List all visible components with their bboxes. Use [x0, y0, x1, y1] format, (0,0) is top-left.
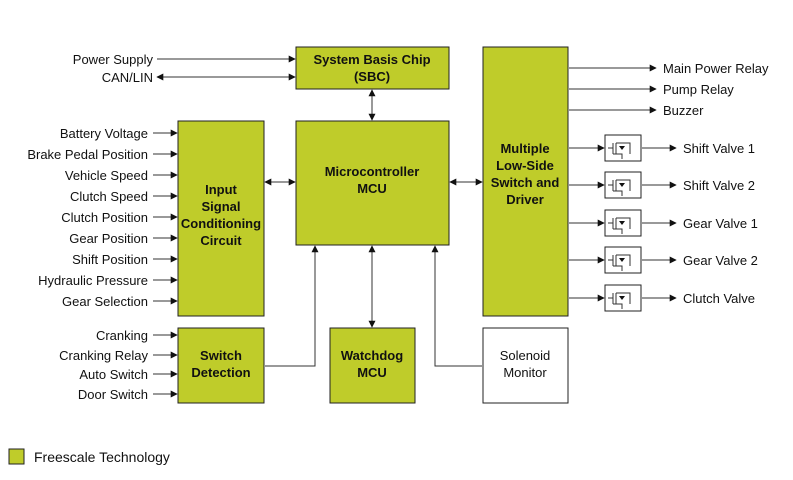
switch-detection-mcu-link [265, 245, 319, 367]
switch-detection-label-line-1: Switch [200, 348, 242, 363]
sensor-label-clutch-speed: Clutch Speed [70, 189, 148, 204]
relay-outputs: Main Power Relay Pump Relay Buzzer [569, 61, 769, 118]
watchdog-label-line-1: Watchdog [341, 348, 403, 363]
sensor-inputs: Battery Voltage Brake Pedal Position Veh… [27, 126, 178, 309]
input-label-line-1: Input [205, 182, 237, 197]
input-label-line-4: Circuit [200, 233, 242, 248]
input-label-line-2: Signal [201, 199, 240, 214]
driver-label-line-4: Driver [506, 192, 544, 207]
sensor-label-vehicle-speed: Vehicle Speed [65, 168, 148, 183]
transistor-icon [604, 246, 642, 274]
output-label-main-power-relay: Main Power Relay [663, 61, 769, 76]
sensor-label-shift-position: Shift Position [72, 252, 148, 267]
driver-label-line-2: Low-Side [496, 158, 554, 173]
valve-label-clutch-valve: Clutch Valve [683, 291, 755, 306]
switch-detection-label-line-2: Detection [191, 365, 250, 380]
watchdog-block: Watchdog MCU [329, 327, 416, 404]
legend-swatch [8, 448, 25, 465]
watchdog-label-line-2: MCU [357, 365, 387, 380]
output-label-buzzer: Buzzer [663, 103, 704, 118]
connections [264, 89, 483, 367]
valve-label-shift-valve-2: Shift Valve 2 [683, 178, 755, 193]
input-conditioning-block: Input Signal Conditioning Circuit [177, 120, 265, 317]
switch-label-cranking: Cranking [96, 328, 148, 343]
sensor-label-battery-voltage: Battery Voltage [60, 126, 148, 141]
sbc-inputs: Power Supply CAN/LIN [73, 52, 296, 85]
input-label-can-lin: CAN/LIN [102, 70, 153, 85]
driver-block: Multiple Low-Side Switch and Driver [482, 46, 569, 317]
switch-label-cranking-relay: Cranking Relay [59, 348, 148, 363]
driver-label-line-1: Multiple [500, 141, 549, 156]
legend-label: Freescale Technology [34, 449, 170, 465]
switch-label-door-switch: Door Switch [78, 387, 148, 402]
valve-label-gear-valve-1: Gear Valve 1 [683, 216, 758, 231]
sensor-label-brake-pedal-position: Brake Pedal Position [27, 147, 148, 162]
sensor-label-hydraulic-pressure: Hydraulic Pressure [38, 273, 148, 288]
valve-label-shift-valve-1: Shift Valve 1 [683, 141, 755, 156]
input-label-power-supply: Power Supply [73, 52, 154, 67]
input-label-line-3: Conditioning [181, 216, 261, 231]
switch-inputs: Cranking Cranking Relay Auto Switch Door… [59, 328, 178, 402]
switch-label-auto-switch: Auto Switch [79, 367, 148, 382]
transistor-icon [604, 134, 642, 162]
transistor-icon [604, 284, 642, 312]
mcu-block: Microcontroller MCU [295, 120, 450, 246]
sensor-label-clutch-position: Clutch Position [61, 210, 148, 225]
output-label-pump-relay: Pump Relay [663, 82, 734, 97]
sensor-label-gear-position: Gear Position [69, 231, 148, 246]
sensor-label-gear-selection: Gear Selection [62, 294, 148, 309]
driver-label-line-3: Switch and [491, 175, 560, 190]
valve-outputs: Shift Valve 1 Shift Valve 2 Gear Valve 1… [569, 134, 758, 312]
solenoid-monitor-block: Solenoid Monitor [482, 327, 569, 404]
mcu-label-line-1: Microcontroller [325, 164, 420, 179]
transistor-icon [604, 209, 642, 237]
legend: Freescale Technology [8, 448, 170, 465]
switch-detection-block: Switch Detection [177, 327, 265, 404]
sbc-label-line-2: (SBC) [354, 69, 390, 84]
valve-label-gear-valve-2: Gear Valve 2 [683, 253, 758, 268]
solenoid-label-line-1: Solenoid [500, 348, 551, 363]
sbc-label-line-1: System Basis Chip [313, 52, 430, 67]
transistor-icon [604, 171, 642, 199]
solenoid-mcu-link [431, 245, 482, 367]
mcu-label-line-2: MCU [357, 181, 387, 196]
solenoid-label-line-2: Monitor [503, 365, 547, 380]
sbc-block: System Basis Chip (SBC) [295, 46, 450, 90]
